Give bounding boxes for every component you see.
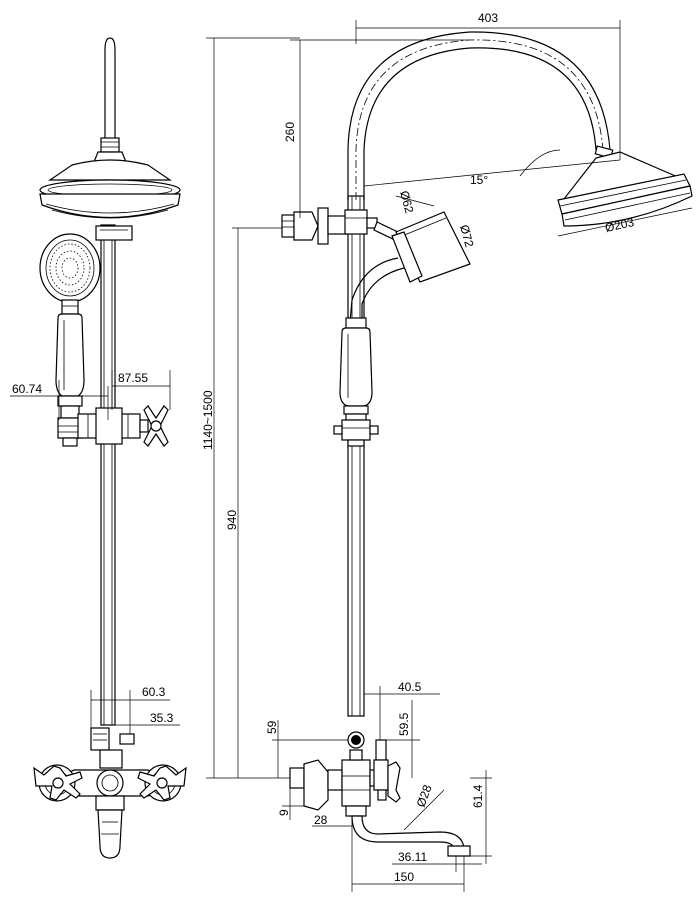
dim-lower-width: 60.3 bbox=[142, 685, 166, 699]
side-hose bbox=[349, 257, 405, 323]
dim-handle-diameter-side: Ø72 bbox=[457, 223, 476, 249]
dim-lower-offset: 35.3 bbox=[150, 711, 174, 725]
dim-spout-reach: 150 bbox=[394, 870, 414, 884]
dim-handle-diameter-top: Ø62 bbox=[397, 189, 416, 215]
side-shower-head bbox=[557, 145, 693, 227]
front-dimensions: 60.74 87.55 60.3 35.3 bbox=[10, 370, 180, 734]
front-shower-head bbox=[39, 159, 181, 219]
dim-holder-offset: 87.55 bbox=[118, 371, 148, 385]
dim-hand-shower-offset: 60.74 bbox=[12, 382, 42, 396]
side-angle-reference bbox=[363, 149, 621, 187]
dim-body-depth: 28 bbox=[314, 813, 328, 827]
dim-arm-angle: 15° bbox=[470, 173, 488, 187]
front-arm bbox=[93, 37, 127, 163]
front-hand-shower bbox=[39, 233, 101, 447]
front-holder bbox=[77, 405, 169, 447]
side-slide-holder bbox=[344, 209, 399, 241]
dim-arm-drop: 260 bbox=[283, 122, 297, 142]
dim-hand-shower-height: 940 bbox=[225, 510, 239, 530]
front-riser-pipe bbox=[100, 224, 116, 726]
side-riser-pipe bbox=[347, 195, 365, 717]
dim-valve-offset: 40.5 bbox=[398, 680, 422, 694]
side-wall-bracket bbox=[281, 207, 349, 245]
dim-spout-drop: 61.4 bbox=[471, 784, 485, 808]
dim-arm-reach: 403 bbox=[478, 11, 498, 25]
side-hand-shower bbox=[391, 211, 471, 283]
front-handle-left bbox=[33, 764, 83, 802]
side-diverter-knob bbox=[347, 731, 365, 749]
front-slide-bracket bbox=[95, 225, 133, 241]
front-handle-right bbox=[137, 764, 187, 802]
side-mixer bbox=[289, 739, 401, 817]
side-dimensions: 403 260 15° 1140~1500 940 Ø203 Ø62 Ø72 bbox=[201, 11, 693, 892]
dim-inlet-offset: 9 bbox=[277, 809, 291, 816]
dim-head-diameter: Ø203 bbox=[604, 215, 636, 235]
dim-spout-diameter: Ø28 bbox=[414, 783, 435, 809]
dim-valve-height: 59 bbox=[265, 720, 279, 734]
side-spout bbox=[351, 815, 471, 857]
front-view: 60.74 87.55 60.3 35.3 bbox=[10, 37, 187, 859]
dim-valve-rise: 59.5 bbox=[397, 712, 411, 736]
dim-spout-tip: 36.11 bbox=[398, 850, 427, 864]
front-mixer bbox=[69, 769, 153, 859]
dim-overall-height: 1140~1500 bbox=[201, 390, 215, 450]
front-diverter bbox=[90, 727, 135, 769]
side-view: 403 260 15° 1140~1500 940 Ø203 Ø62 Ø72 bbox=[201, 11, 693, 892]
side-handle bbox=[333, 317, 379, 447]
